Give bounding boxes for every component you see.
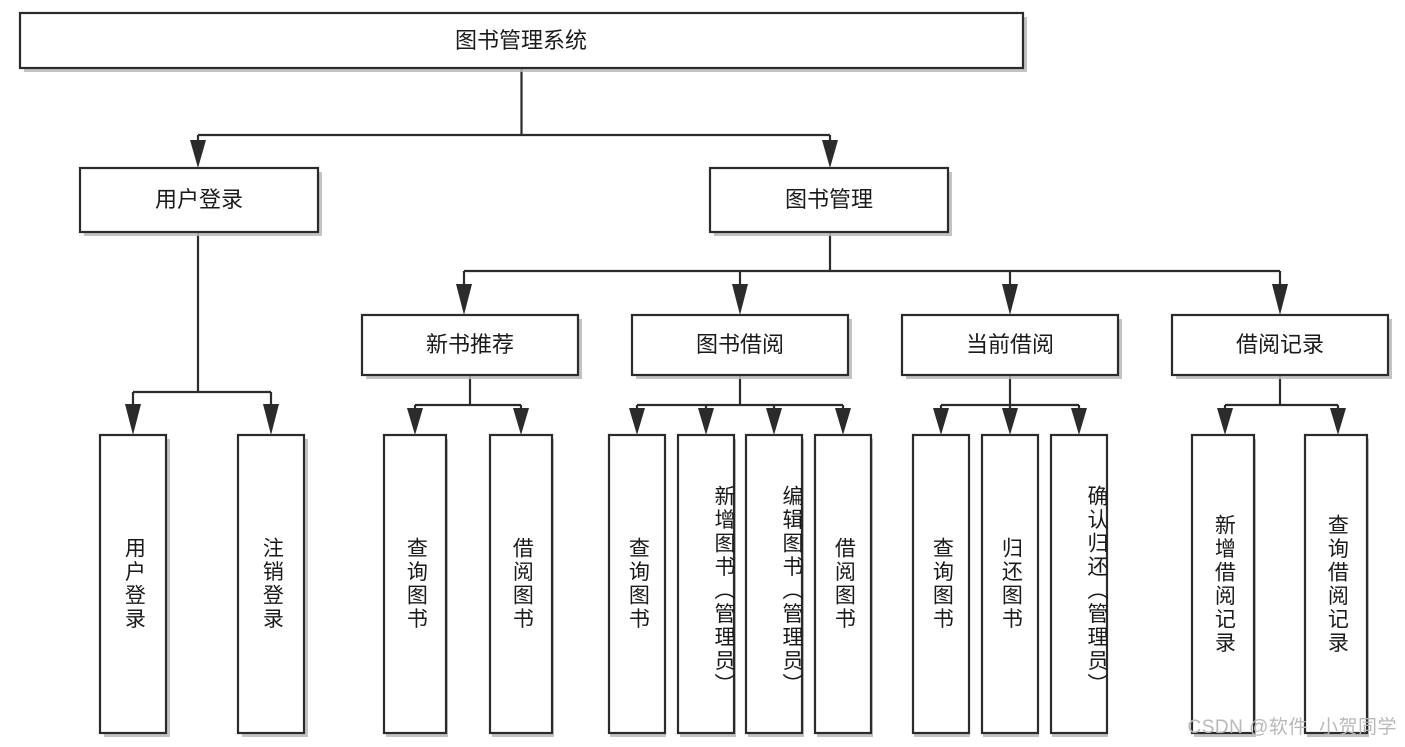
label-root: 图书管理系统 [455, 28, 587, 53]
label-new-book: 新书推荐 [426, 332, 514, 357]
label-leaf-borrow-4: 借阅图书 [832, 537, 856, 631]
arrow-head-records [1272, 284, 1288, 315]
arrow-head-leaf-new-book-1 [407, 408, 423, 435]
arrow-head-leaf-borrow-3 [766, 408, 782, 435]
label-leaf-current-1: 查询图书 [930, 537, 954, 631]
node-leaf-records-2[interactable] [1303, 433, 1369, 735]
node-leaf-new-book-2[interactable] [488, 433, 554, 735]
label-leaf-borrow-2: 新增图书（管理员） [712, 485, 735, 697]
node-records[interactable] [1170, 313, 1390, 377]
node-root[interactable] [18, 11, 1025, 70]
label-leaf-current-3: 确认归还（管理员） [1085, 485, 1108, 697]
arrow-head-leaf-current-3 [1071, 408, 1087, 435]
label-leaf-borrow-1: 查询图书 [626, 537, 650, 631]
node-user-login[interactable] [78, 166, 320, 234]
label-book-mgmt: 图书管理 [785, 187, 873, 212]
arrow-head-leaf-new-book-2 [513, 408, 529, 435]
arrow-head-book-mgmt [822, 140, 838, 168]
node-leaf-borrow-1[interactable] [607, 433, 667, 735]
label-leaf-new-book-2: 借阅图书 [510, 537, 534, 631]
arrow-head-leaf-records-2 [1330, 408, 1346, 435]
node-leaf-current-2[interactable] [980, 433, 1040, 735]
arrow-head-leaf-borrow-1 [629, 408, 645, 435]
arrow-head-leaf-records-1 [1217, 408, 1233, 435]
label-leaf-records-1: 新增借阅记录 [1212, 513, 1236, 655]
label-leaf-user-login-1: 用户登录 [122, 537, 146, 631]
arrow-head-borrow [732, 284, 748, 315]
node-new-book[interactable] [360, 313, 580, 377]
node-borrow[interactable] [630, 313, 850, 377]
arrow-head-leaf-current-2 [1002, 408, 1018, 435]
node-leaf-new-book-1[interactable] [382, 433, 448, 735]
node-leaf-borrow-3[interactable] [744, 433, 804, 735]
node-book-mgmt[interactable] [708, 166, 950, 234]
node-leaf-user-login-2[interactable] [236, 433, 306, 735]
label-records: 借阅记录 [1236, 332, 1324, 357]
connector-group [125, 68, 1346, 435]
label-leaf-records-2: 查询借阅记录 [1325, 513, 1349, 655]
arrow-head-user-login [190, 140, 206, 168]
arrow-head-leaf-current-1 [933, 408, 949, 435]
node-label-group: 图书管理系统 用户登录 图书管理 新书推荐 图书借阅 当前借阅 借阅记录 [155, 28, 1324, 357]
node-leaf-borrow-2[interactable] [676, 433, 736, 735]
node-leaf-current-1[interactable] [911, 433, 971, 735]
arrow-head-leaf-borrow-4 [835, 408, 851, 435]
node-leaf-borrow-4[interactable] [813, 433, 873, 735]
arrow-head-leaf-user-login-1 [125, 404, 141, 435]
label-leaf-current-2: 归还图书 [999, 537, 1023, 631]
node-box-group [18, 11, 1390, 735]
label-leaf-borrow-3: 编辑图书（管理员） [780, 485, 803, 697]
node-current[interactable] [900, 313, 1120, 377]
label-leaf-new-book-1: 查询图书 [404, 537, 428, 631]
node-leaf-user-login-1[interactable] [98, 433, 168, 735]
label-borrow: 图书借阅 [696, 332, 784, 357]
label-current: 当前借阅 [966, 332, 1054, 357]
node-leaf-current-3[interactable] [1049, 433, 1109, 735]
arrow-head-new-book [456, 284, 472, 315]
arrow-head-leaf-borrow-2 [698, 408, 714, 435]
label-user-login: 用户登录 [155, 187, 243, 212]
arrow-head-leaf-user-login-2 [263, 404, 279, 435]
arrow-head-current [1002, 284, 1018, 315]
label-leaf-user-login-2: 注销登录 [260, 537, 284, 631]
node-leaf-records-1[interactable] [1190, 433, 1256, 735]
